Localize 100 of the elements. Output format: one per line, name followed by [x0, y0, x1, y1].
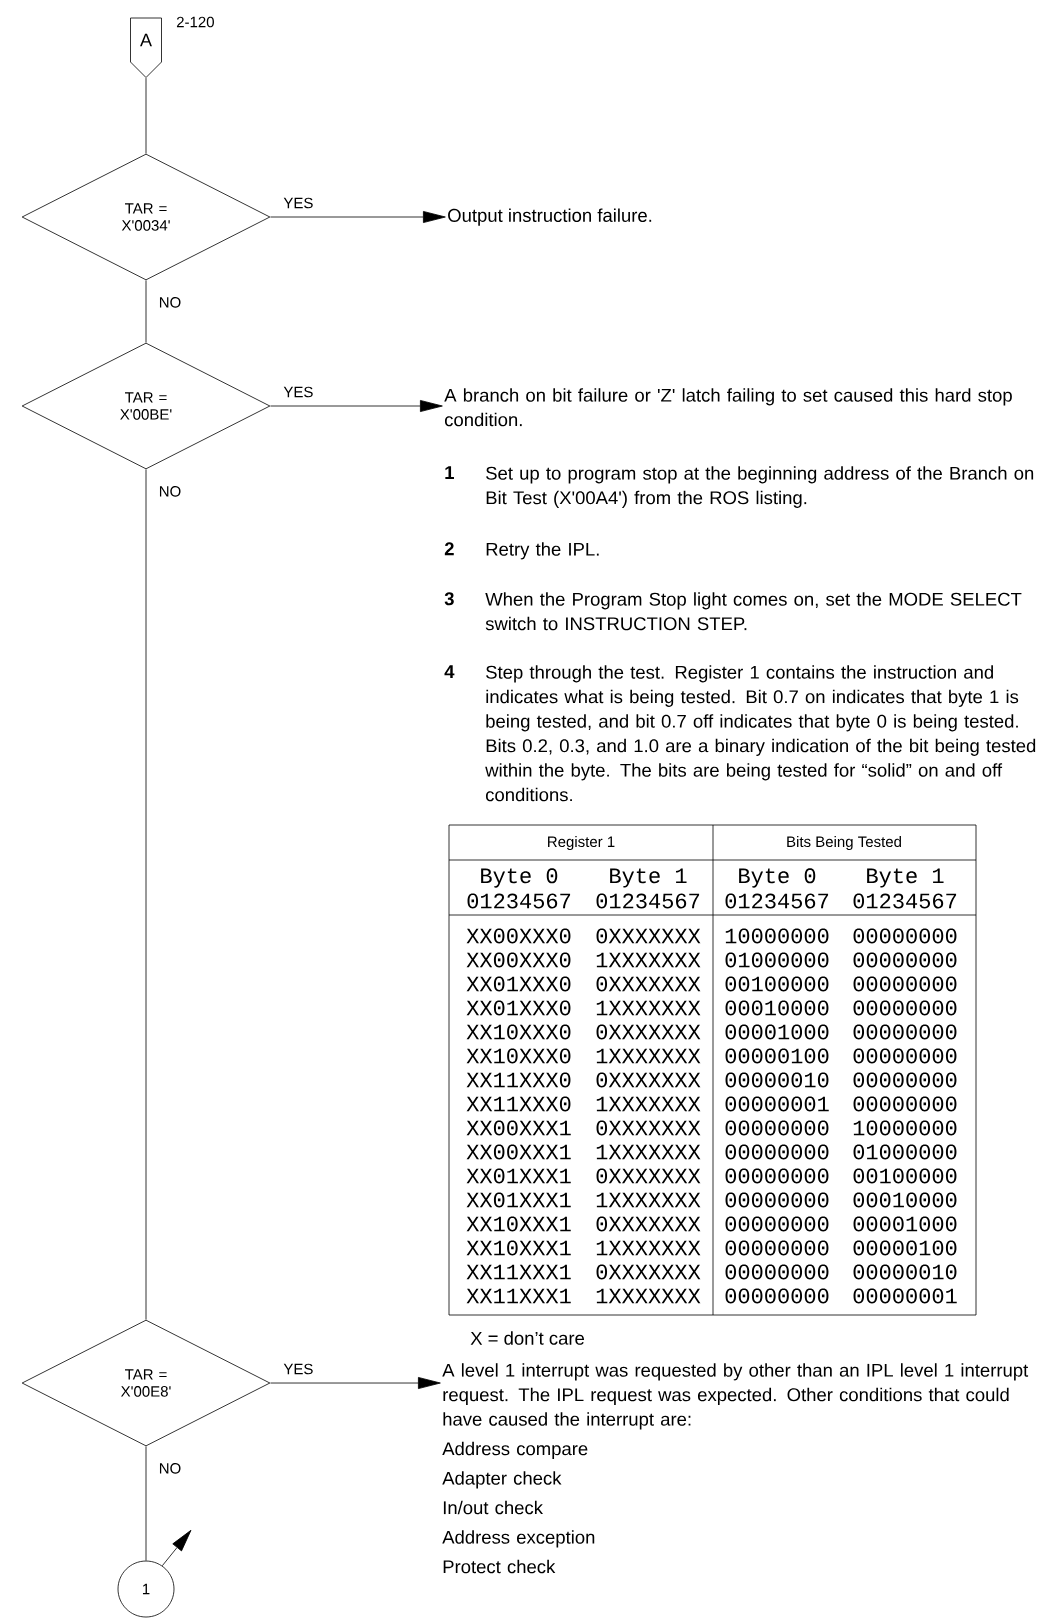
connector-line [145, 469, 147, 1320]
table-cell: XX00XXX1 [466, 1120, 571, 1136]
table-cell: XX00XXX0 [466, 952, 571, 968]
table-cell: 00000000 [725, 1264, 829, 1280]
bit-positions: 01234567 [467, 893, 571, 909]
table-cell: 00000010 [853, 1264, 957, 1280]
connector-line [270, 211, 446, 223]
column-header: Register 1 [548, 836, 615, 850]
table-cell: XX01XXX0 [466, 976, 571, 992]
table-cell: 00100000 [725, 976, 829, 992]
table-cell: 0XXXXXXX [596, 1024, 701, 1040]
table-cell: 00001000 [725, 1024, 829, 1040]
table-cell: 1XXXXXXX [596, 952, 701, 968]
table-cell: XX00XXX0 [466, 928, 571, 944]
table-cell: 00010000 [853, 1192, 957, 1208]
column-header: Byte 1 [867, 868, 944, 888]
table-cell: 1XXXXXXX [596, 1000, 701, 1016]
table-cell: 00000000 [853, 952, 957, 968]
list-item: Protect check [443, 1559, 556, 1574]
table-cell: 01000000 [853, 1144, 957, 1160]
edge-label: YES [282, 1362, 315, 1376]
table-cell: 00000000 [725, 1288, 829, 1304]
table-cell: XX01XXX1 [466, 1168, 571, 1184]
list-item: Address compare [442, 1441, 588, 1459]
step-number: 1 [445, 466, 454, 479]
table-cell: 00000100 [853, 1240, 957, 1256]
table-cell: XX10XXX1 [466, 1240, 571, 1256]
table-cell: 00000000 [725, 1240, 829, 1256]
table-cell: 01000000 [725, 952, 829, 968]
step-number: 2 [444, 542, 454, 556]
table-cell: 00000000 [853, 1096, 957, 1112]
step-text: Retry the IPL. [486, 542, 599, 560]
table-cell: 00000001 [725, 1096, 829, 1112]
list-item: Address exception [442, 1530, 595, 1548]
bit-positions: 01234567 [725, 893, 829, 909]
table-cell: 00100000 [853, 1168, 957, 1184]
table-cell: 00001000 [853, 1216, 957, 1232]
connector-line [145, 77, 147, 154]
step-text: Set up to program stop at the beginning address of the Branch on Bit Test (X'00A4') from the ROS listing. [486, 466, 1034, 508]
column-header: Byte 1 [610, 868, 687, 888]
table-cell: XX11XXX1 [466, 1288, 571, 1304]
column-header: Bits Being Tested [787, 836, 901, 850]
table-cell: 00000000 [853, 1048, 957, 1064]
offpage-connector: A [130, 17, 162, 78]
bit-positions: 01234567 [596, 893, 700, 909]
table-cell: XX11XXX0 [466, 1072, 571, 1088]
table-cell: 0XXXXXXX [596, 1072, 701, 1088]
list-item: In/out check [443, 1500, 543, 1515]
table-cell: 1XXXXXXX [596, 1048, 701, 1064]
table-cell: XX11XXX1 [466, 1264, 571, 1280]
table-cell: 00000000 [853, 1072, 957, 1088]
table-cell: 00000100 [725, 1048, 829, 1064]
table-cell: 1XXXXXXX [596, 1144, 701, 1160]
table-cell: 00000000 [725, 1216, 829, 1232]
table-cell: 1XXXXXXX [596, 1288, 701, 1304]
table-cell: 0XXXXXXX [596, 1264, 701, 1280]
edge-label: NO [157, 485, 183, 498]
table-cell: XX10XXX1 [466, 1216, 571, 1232]
step-text: When the Program Stop light comes on, set the MODE SELECT switch to INSTRUCTION STEP. [485, 592, 1022, 631]
table-cell: 00000000 [853, 1024, 957, 1040]
connector-line [161, 1529, 192, 1567]
table-cell: 00000000 [725, 1120, 829, 1136]
table-cell: 00000001 [853, 1288, 957, 1304]
connector-line [270, 1377, 441, 1389]
table-cell: 1XXXXXXX [596, 1240, 701, 1256]
edge-label: YES [282, 385, 315, 399]
table-cell: 00000000 [853, 928, 957, 944]
table-cell: 10000000 [853, 1120, 957, 1136]
table-cell: 00010000 [725, 1000, 829, 1016]
table-cell: XX01XXX1 [466, 1192, 571, 1208]
table-cell: 1XXXXXXX [596, 1096, 701, 1112]
connector-line [145, 1446, 147, 1561]
list-item: Adapter check [442, 1471, 562, 1489]
connector-line [145, 280, 147, 343]
table-cell: XX01XXX0 [466, 1000, 571, 1016]
table-cell: 00000000 [725, 1192, 829, 1208]
table-cell: 00000000 [725, 1168, 829, 1184]
table-cell: XX10XXX0 [466, 1048, 571, 1064]
result-text: A branch on bit failure or 'Z' latch failing to set caused this hard stop condition. [444, 388, 1012, 427]
table-cell: 1XXXXXXX [596, 1192, 701, 1208]
page-reference: 2-120 [176, 16, 214, 28]
step-number: 4 [444, 665, 455, 678]
table-cell: XX10XXX0 [466, 1024, 571, 1040]
connector-line [270, 400, 443, 412]
table-cell: XX11XXX0 [466, 1096, 571, 1112]
table-cell: 0XXXXXXX [596, 1168, 701, 1184]
column-header: Byte 0 [739, 868, 816, 888]
table-cell: 00000000 [725, 1144, 829, 1160]
result-text: Output instruction failure. [448, 208, 652, 226]
table-cell: XX00XXX1 [466, 1144, 571, 1160]
note-text: X = don’t care [470, 1331, 585, 1345]
step-text: Step through the test. Register 1 contains the instruction and indicates what is being tested. Bit 0.7 on indicates that byte 1 is being tested, and bit 0.7 off indicates that byte 0 is being tested. Bits 0.2, 0.3, and 1.0 are a binary indication of the bit being tested within the byte. The bits are being tested for “solid” on and off conditions. [485, 665, 1036, 802]
table-cell: 00000000 [853, 976, 957, 992]
table-cell: 00000000 [853, 1000, 957, 1016]
edge-label: YES [282, 196, 315, 210]
result-text: A level 1 interrupt was requested by other than an IPL level 1 interrupt request. The IPL request was expected. Other conditions that could have caused the interrupt are: [442, 1363, 1029, 1430]
column-header: Byte 0 [481, 868, 558, 888]
step-number: 3 [444, 592, 454, 606]
table-cell: 0XXXXXXX [596, 976, 701, 992]
table-cell: 0XXXXXXX [596, 1216, 701, 1232]
